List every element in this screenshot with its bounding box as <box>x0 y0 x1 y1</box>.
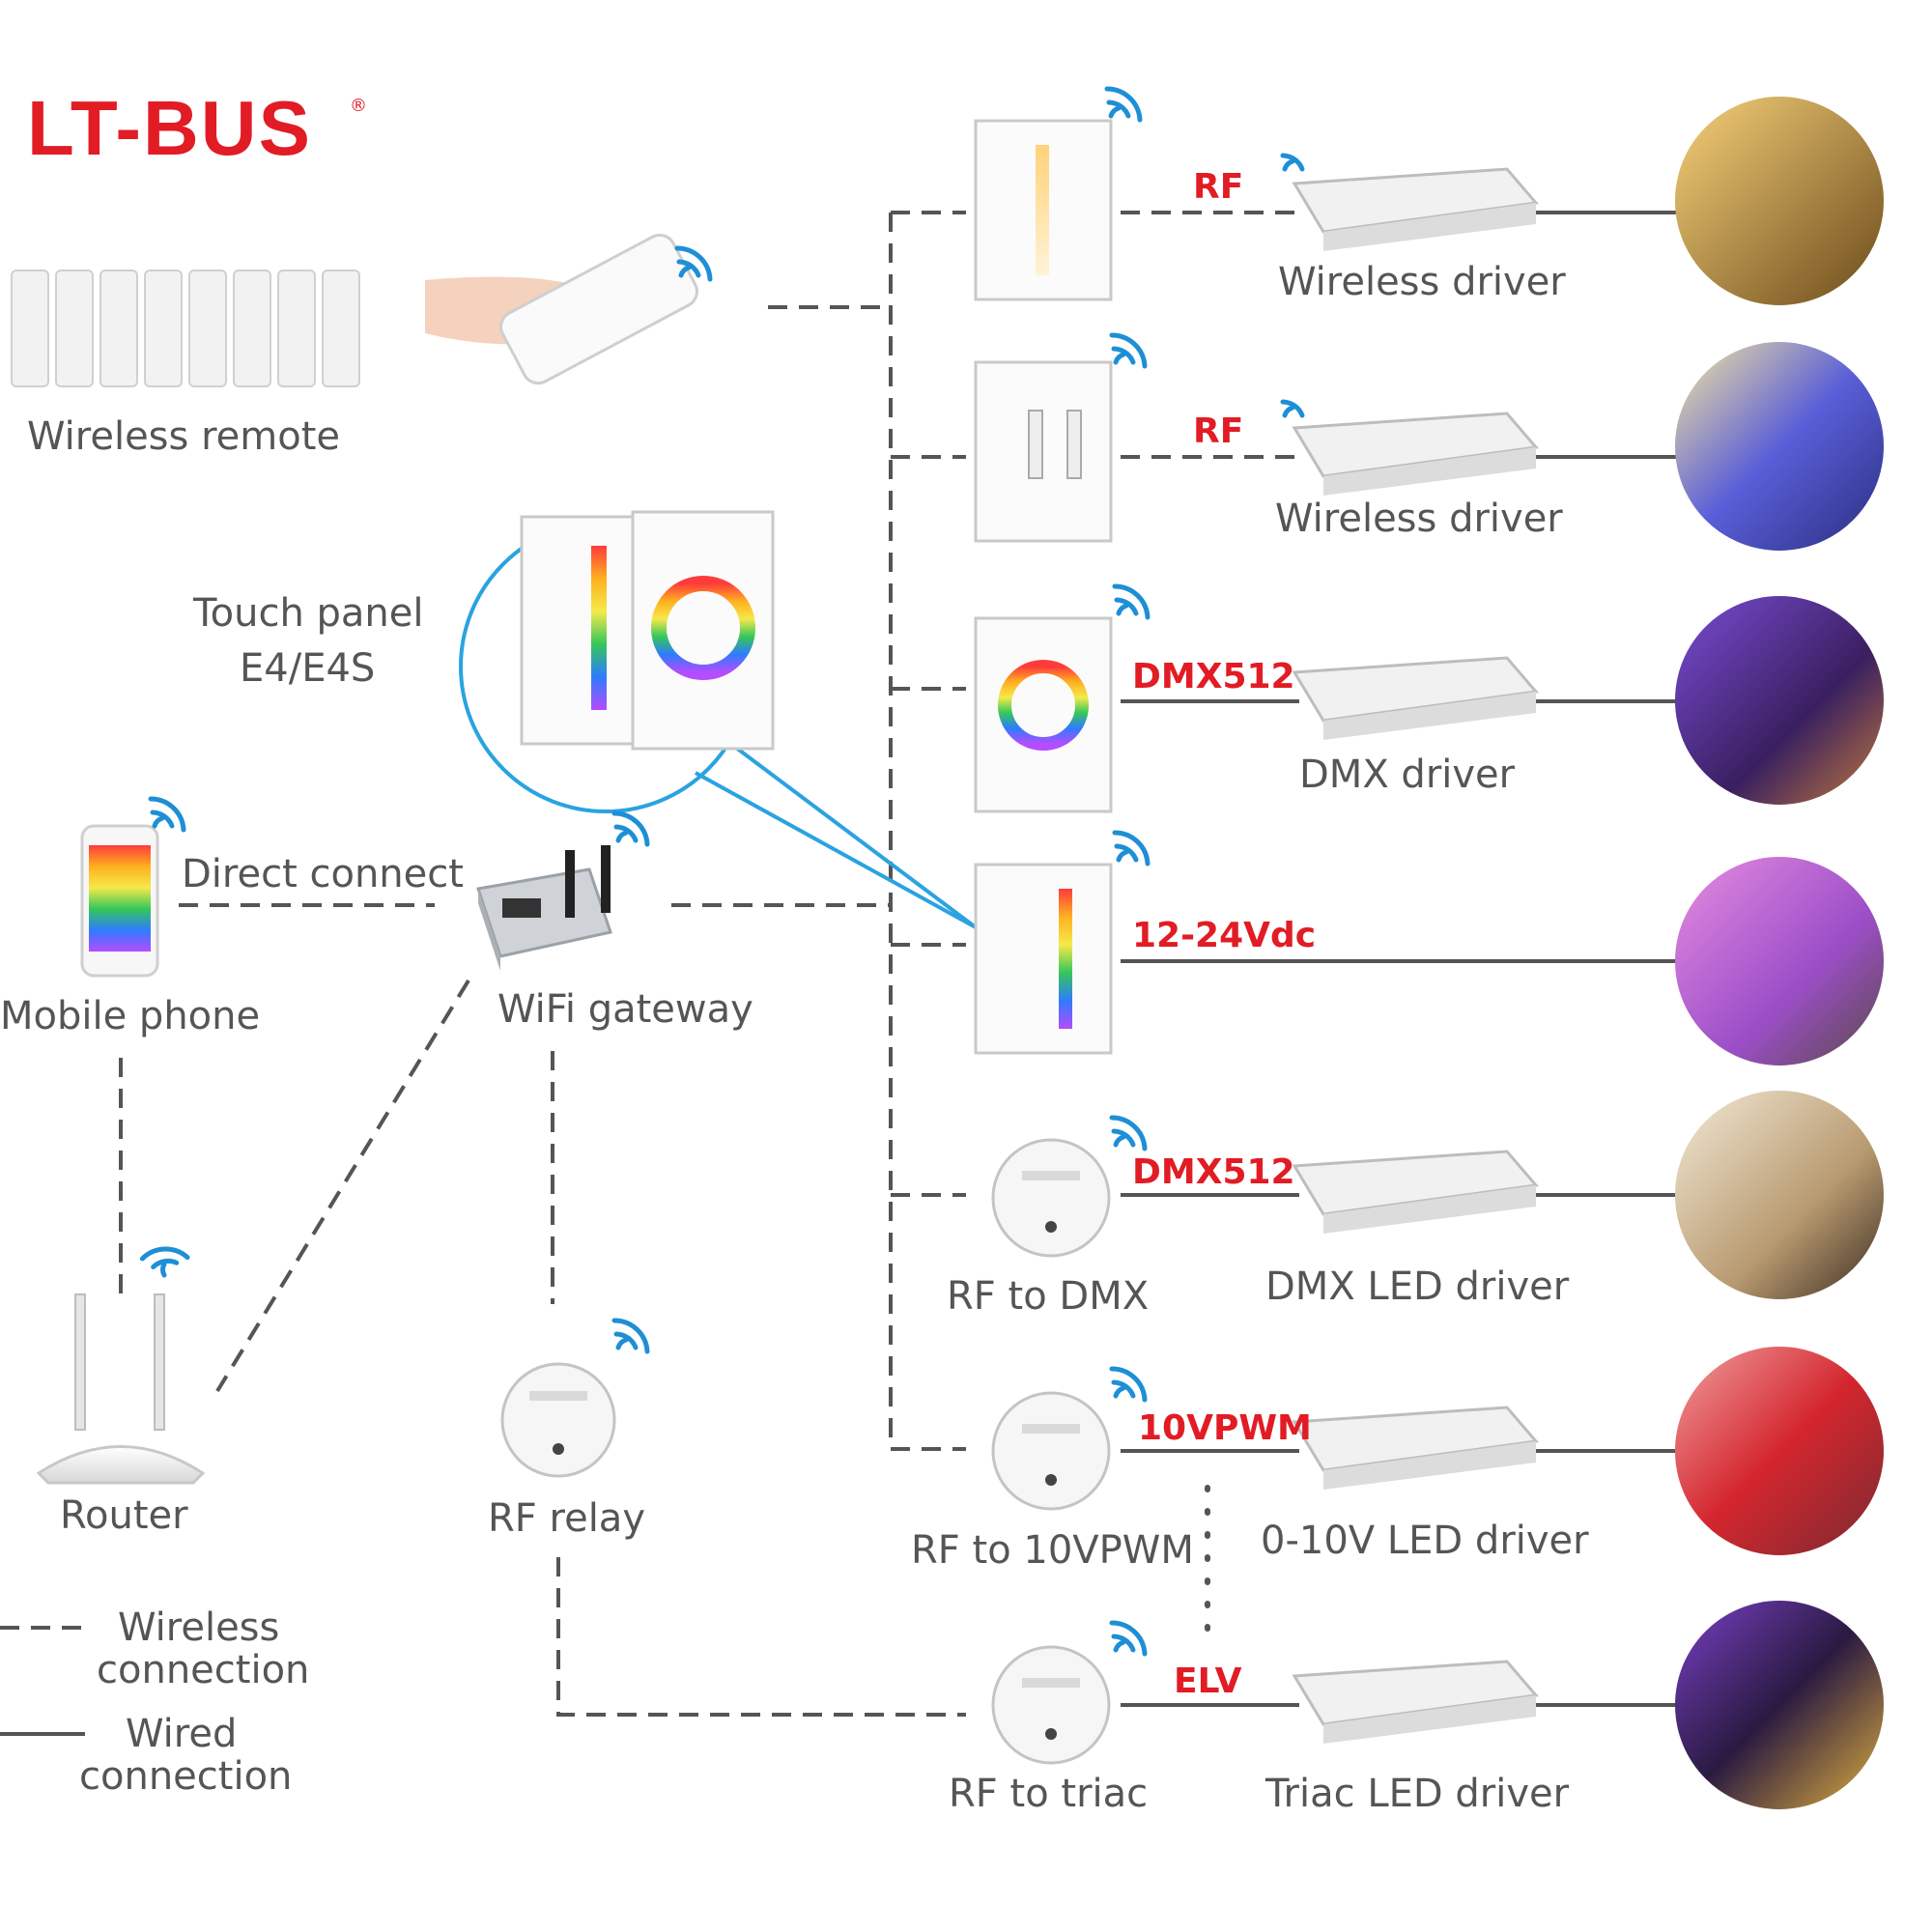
legend-wireless-line2: connection <box>97 1648 309 1692</box>
connections <box>119 211 1676 1717</box>
wireless-remote-label: Wireless remote <box>27 414 340 459</box>
scene-warm-hall-image <box>1675 97 1884 305</box>
signal-label-row7: ELV <box>1174 1662 1242 1701</box>
scene-red-lounge-image <box>1675 1347 1884 1555</box>
legend-wireless-line1: Wireless <box>118 1605 279 1650</box>
signal-label-row6: 10VPWM <box>1138 1408 1312 1448</box>
driver-label-row3: DMX driver <box>1299 753 1516 797</box>
wifi-signal-icon <box>611 810 650 847</box>
device-label-row7: RF to triac <box>949 1772 1148 1816</box>
driver-label-row7: Triac LED driver <box>1264 1772 1570 1816</box>
legend <box>0 1626 85 1736</box>
rf-module-icon <box>991 1138 1111 1258</box>
signal-label-row5: DMX512 <box>1132 1152 1295 1192</box>
driver-label-row1: Wireless driver <box>1278 260 1566 304</box>
scene-blue-living-room-image <box>1675 342 1884 551</box>
led-driver-icon <box>1292 1406 1539 1490</box>
touch-panel-icon <box>974 616 1113 813</box>
wifi-gateway-label: WiFi gateway <box>497 987 753 1032</box>
led-driver-icon <box>1292 656 1539 740</box>
relay-triac-link <box>556 1557 966 1717</box>
rf-module-icon <box>991 1391 1111 1511</box>
scene-cream-room-image <box>1675 1091 1884 1299</box>
signal-label-row2: RF <box>1193 412 1243 451</box>
router-label: Router <box>60 1493 188 1538</box>
brand-logo: LT-BUS <box>27 85 312 171</box>
direct-connect-label: Direct connect <box>182 852 464 896</box>
router-icon <box>36 1293 206 1485</box>
touch-panel-icon <box>974 360 1113 543</box>
wifi-signal-icon <box>1280 153 1305 172</box>
signal-label-row4: 12-24Vdc <box>1132 916 1316 955</box>
led-driver-icon <box>1292 1660 1539 1744</box>
driver-label-row6: 0-10V LED driver <box>1261 1519 1589 1563</box>
remote-controls-group <box>11 233 713 387</box>
scene-purple-theater-image <box>1675 596 1884 805</box>
wifi-signal-icon <box>1109 1366 1148 1403</box>
driver-label-row5: DMX LED driver <box>1265 1264 1570 1309</box>
touch-panel-label-line2: E4/E4S <box>240 646 375 691</box>
wifi-gateway-icon <box>476 845 612 971</box>
mobile-phone-label: Mobile phone <box>0 994 260 1038</box>
wifi-signal-icon <box>611 1318 650 1354</box>
signal-label-row1: RF <box>1193 167 1243 207</box>
scene-bar-image <box>1675 1601 1884 1809</box>
legend-wired-line2: connection <box>79 1754 292 1799</box>
wifi-signal-icon <box>1280 399 1305 418</box>
device-label-row6: RF to 10VPWM <box>911 1528 1194 1573</box>
wifi-signal-icon <box>1109 1620 1148 1657</box>
touch-panel-label-line1: Touch panel <box>192 591 424 636</box>
wifi-signal-icon <box>1109 332 1148 369</box>
driver-label-row2: Wireless driver <box>1275 497 1563 541</box>
device-label-row5: RF to DMX <box>947 1274 1149 1319</box>
rf-module-icon <box>500 1362 616 1478</box>
mobile-phone-icon <box>80 824 159 978</box>
wifi-signal-icon <box>1112 583 1151 620</box>
wifi-signal-icon <box>148 796 186 833</box>
registered-mark: ® <box>350 96 367 116</box>
rf-module-icon <box>991 1645 1111 1765</box>
touch-panel-icon <box>974 119 1113 301</box>
wifi-signal-icon <box>1112 830 1151 867</box>
wifi-signal-icon <box>1109 1115 1148 1151</box>
wifi-signal-icon <box>1104 86 1143 123</box>
touch-panel-icon <box>974 863 1113 1055</box>
legend-wired-line1: Wired <box>126 1712 237 1756</box>
gateway-router-link <box>215 979 470 1393</box>
led-driver-icon <box>1292 1150 1539 1234</box>
remote-control-icon <box>499 233 698 385</box>
touch-panel-callout <box>459 510 978 929</box>
scene-pink-bedroom-image <box>1675 857 1884 1065</box>
wifi-signal-icon <box>674 245 713 282</box>
led-driver-icon <box>1292 412 1539 496</box>
wifi-signal-icon <box>139 1246 190 1278</box>
signal-label-row3: DMX512 <box>1132 657 1295 696</box>
led-driver-icon <box>1292 167 1539 251</box>
touch-panel-icon <box>520 515 639 746</box>
rf-relay-label: RF relay <box>488 1496 645 1541</box>
